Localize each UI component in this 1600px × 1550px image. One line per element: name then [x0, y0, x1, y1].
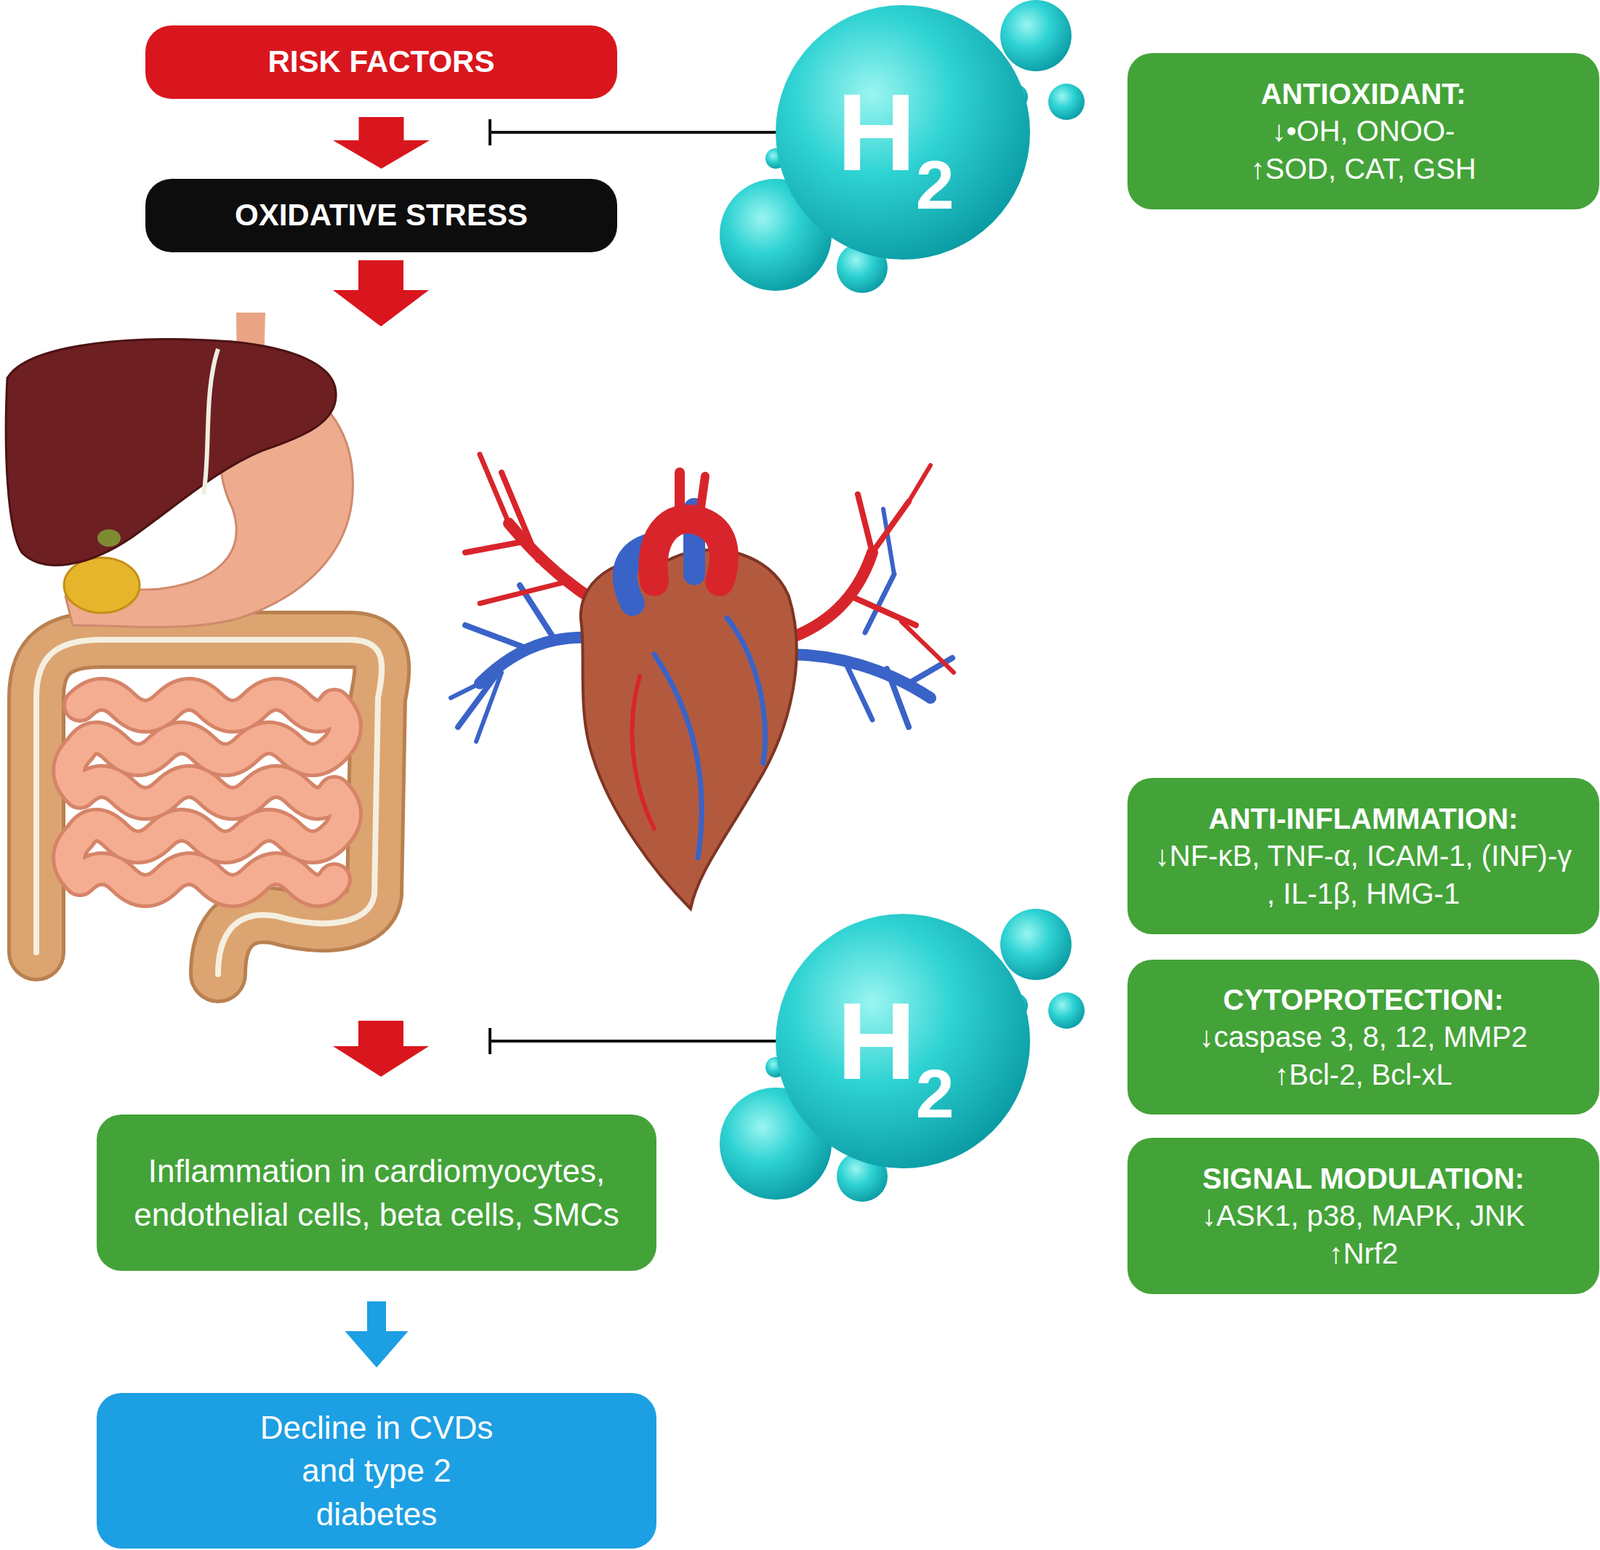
box-text: OXIDATIVE STRESS: [234, 197, 528, 234]
h2-bubble: H2: [775, 913, 1031, 1169]
inhibition-line: [489, 119, 778, 146]
box-text: ↓NF-κB, TNF-α, ICAM-1, (INF)-γ , IL-1β, …: [1149, 836, 1578, 913]
flow-arrow: [332, 260, 429, 327]
digestive-organs: [5, 312, 382, 975]
effect-box: ANTIOXIDANT:↓•OH, ONOO-↑SOD, CAT, GSH: [1127, 53, 1600, 210]
h2-bubble: H2: [775, 5, 1031, 260]
flow-arrow: [345, 1301, 409, 1368]
box-heading: ANTI-INFLAMMATION:: [1208, 800, 1519, 837]
box-text: ↓•OH, ONOO-: [1272, 111, 1456, 150]
heart: [450, 454, 954, 909]
box-text: 2: [915, 150, 955, 220]
box-text: Inflammation in cardiomyocytes, endothel…: [125, 1149, 628, 1236]
effect-box: CYTOPROTECTION:↓caspase 3, 8, 12, MMP2↑B…: [1127, 959, 1600, 1115]
box-text: ↓ASK1, p38, MAPK, JNK: [1201, 1196, 1526, 1235]
box-text: ↓caspase 3, 8, 12, MMP2: [1199, 1017, 1528, 1056]
box-text: RISK FACTORS: [268, 43, 496, 80]
box-text: H: [836, 77, 916, 187]
box-text: Decline in CVDs and type 2 diabetes: [245, 1405, 508, 1536]
bubbles: [719, 908, 1085, 1202]
flow-arrow: [332, 1020, 429, 1077]
box-heading: SIGNAL MODULATION:: [1202, 1160, 1525, 1197]
flow-arrow: [332, 117, 430, 169]
effect-box: ANTI-INFLAMMATION:↓NF-κB, TNF-α, ICAM-1,…: [1127, 777, 1600, 935]
box-text: 2: [915, 1059, 955, 1129]
bubbles: [719, 0, 1085, 293]
risk-box: RISK FACTORS: [145, 25, 618, 99]
box-text: H: [836, 986, 916, 1096]
effect-box: SIGNAL MODULATION:↓ASK1, p38, MAPK, JNK↑…: [1127, 1137, 1600, 1294]
outcome-box: Decline in CVDs and type 2 diabetes: [96, 1392, 657, 1549]
box-text: ↑SOD, CAT, GSH: [1250, 149, 1476, 188]
stress-box: OXIDATIVE STRESS: [145, 178, 618, 253]
box-text: ↑Nrf2: [1328, 1234, 1399, 1273]
process-box: Inflammation in cardiomyocytes, endothel…: [96, 1114, 657, 1271]
box-text: ↑Bcl-2, Bcl-xL: [1274, 1055, 1453, 1094]
box-heading: ANTIOXIDANT:: [1260, 75, 1466, 112]
box-heading: CYTOPROTECTION:: [1223, 981, 1505, 1018]
inhibition-line: [489, 1027, 778, 1055]
